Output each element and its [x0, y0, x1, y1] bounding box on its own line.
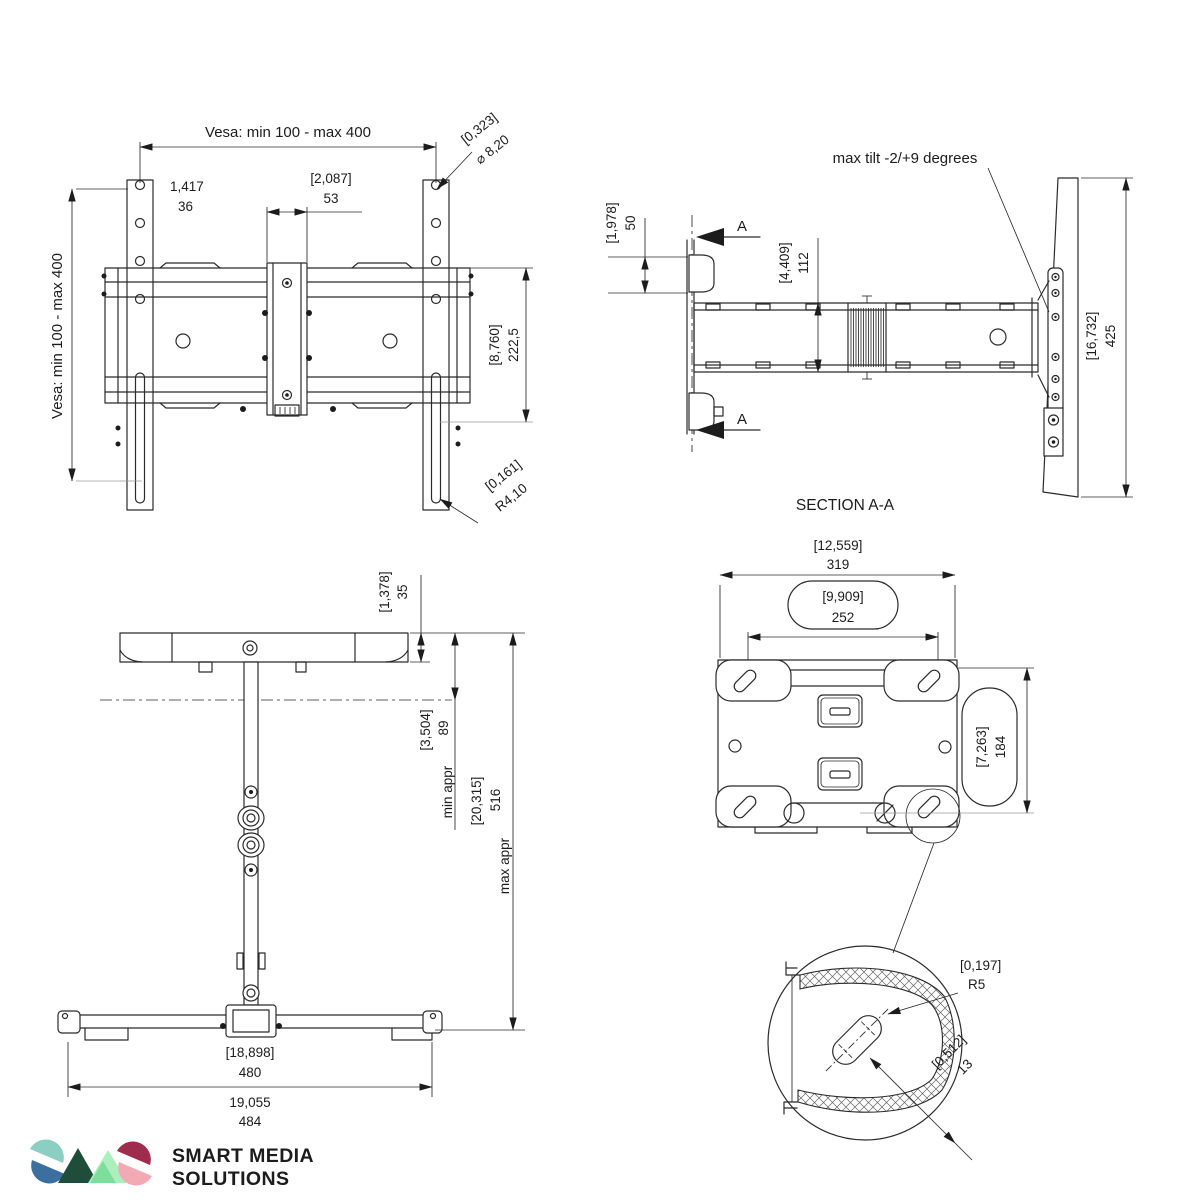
logo-shape-dark-triangle — [58, 1148, 98, 1183]
detail-corner-radius-in: [0,197] — [960, 958, 1001, 973]
detail-slot-hole — [825, 1008, 889, 1072]
section-outer-width-mm: 319 — [827, 557, 850, 572]
section-arrow-label-top: A — [737, 218, 747, 235]
top-dimensions — [67, 575, 525, 1097]
side-plate-offset-mm: 50 — [623, 215, 638, 230]
top-overall-width-mm: 484 — [239, 1114, 262, 1129]
detail-view: [0,197] R5 [0,512] 13 — [767, 945, 1001, 1161]
section-dimensions-top — [719, 571, 956, 660]
detail-corner-radius-mm: R5 — [968, 977, 985, 992]
side-tv-bracket — [1043, 267, 1064, 457]
detail-bracket-steps — [783, 961, 801, 1115]
logo-shape-pink — [118, 1162, 152, 1186]
logo: SMART MEDIA SOLUTIONS — [30, 1139, 314, 1190]
logo-shape-maroon — [117, 1141, 151, 1165]
front-center-offset-in: [2,087] — [310, 171, 351, 186]
top-arm — [236, 661, 266, 1006]
front-hole-pitch-in: 1,417 — [170, 179, 204, 194]
section-inner-width-in: [9,909] — [822, 589, 863, 604]
top-plate-thickness-in: [1,378] — [377, 571, 392, 612]
front-hole-pitch-mm: 36 — [178, 199, 193, 214]
detail-annotations — [869, 992, 973, 1161]
section-title: SECTION A-A — [796, 497, 895, 514]
vesa-rail-right — [422, 179, 450, 511]
top-plate-thickness-mm: 35 — [395, 584, 410, 599]
front-center-offset-mm: 53 — [323, 191, 338, 206]
side-tilt-note: max tilt -2/+9 degrees — [833, 150, 978, 167]
inner-width-balloon — [787, 580, 899, 630]
section-arrow-label-bottom: A — [737, 411, 747, 428]
logo-shape-teal — [30, 1139, 64, 1163]
section-height-mm: 184 — [993, 735, 1008, 758]
side-bracket-height-in: [16,732] — [1084, 312, 1099, 361]
side-bracket-height-mm: 425 — [1103, 325, 1118, 348]
section-view: SECTION A-A — [715, 497, 1034, 954]
top-max-label: max appr — [497, 837, 512, 894]
top-tv-rail — [57, 1004, 443, 1041]
top-view: [1,378] 35 [3,504] 89 min appr [20,315] … — [57, 571, 525, 1129]
top-min-mm: 89 — [436, 720, 451, 735]
side-spring-section — [847, 295, 887, 380]
top-overall-width-in: 19,055 — [229, 1095, 270, 1110]
front-vesa-vertical-label: Vesa: min 100 - max 400 — [49, 253, 66, 419]
top-min-label: min appr — [440, 765, 455, 818]
front-body-height-mm: 222,5 — [506, 328, 521, 362]
side-plate-offset-in: [1,978] — [604, 202, 619, 243]
detail-callout-circle — [905, 788, 961, 844]
top-rail-width-mm: 480 — [239, 1065, 262, 1080]
height-balloon — [961, 687, 1018, 807]
side-view: max tilt -2/+9 degrees A A [1,978] 50 [4… — [604, 150, 1133, 498]
section-outer-width-in: [12,559] — [814, 538, 863, 553]
side-arm — [693, 280, 1050, 398]
detail-leader-line — [892, 842, 935, 954]
top-max-mm: 516 — [488, 789, 503, 812]
vesa-rail-left — [126, 179, 154, 511]
front-view: Vesa: min 100 - max 400 Vesa: min 100 - … — [49, 110, 533, 524]
section-plate — [715, 659, 961, 844]
top-max-in: [20,315] — [469, 777, 484, 826]
top-wall-plate — [119, 632, 409, 673]
side-arm-height-mm: 112 — [796, 252, 811, 274]
front-center-column — [240, 262, 336, 417]
front-body-height-in: [8,760] — [487, 324, 502, 365]
section-cut-arrows — [696, 228, 761, 439]
side-dimensions — [608, 167, 1133, 498]
side-arm-height-in: [4,409] — [777, 242, 792, 283]
top-min-in: [3,504] — [418, 709, 433, 750]
logo-mark — [30, 1139, 152, 1186]
top-rail-width-in: [18,898] — [226, 1045, 275, 1060]
logo-shape-green-triangle — [90, 1161, 116, 1183]
logo-text-line2: SOLUTIONS — [172, 1168, 289, 1190]
front-vesa-horizontal-label: Vesa: min 100 - max 400 — [205, 124, 371, 141]
logo-text-line1: SMART MEDIA — [172, 1145, 314, 1167]
logo-shape-blue — [31, 1160, 65, 1184]
section-height-in: [7,263] — [974, 726, 989, 767]
section-dimensions-right — [860, 667, 1034, 814]
section-inner-width-mm: 252 — [832, 610, 855, 625]
front-dimensions — [68, 142, 533, 524]
